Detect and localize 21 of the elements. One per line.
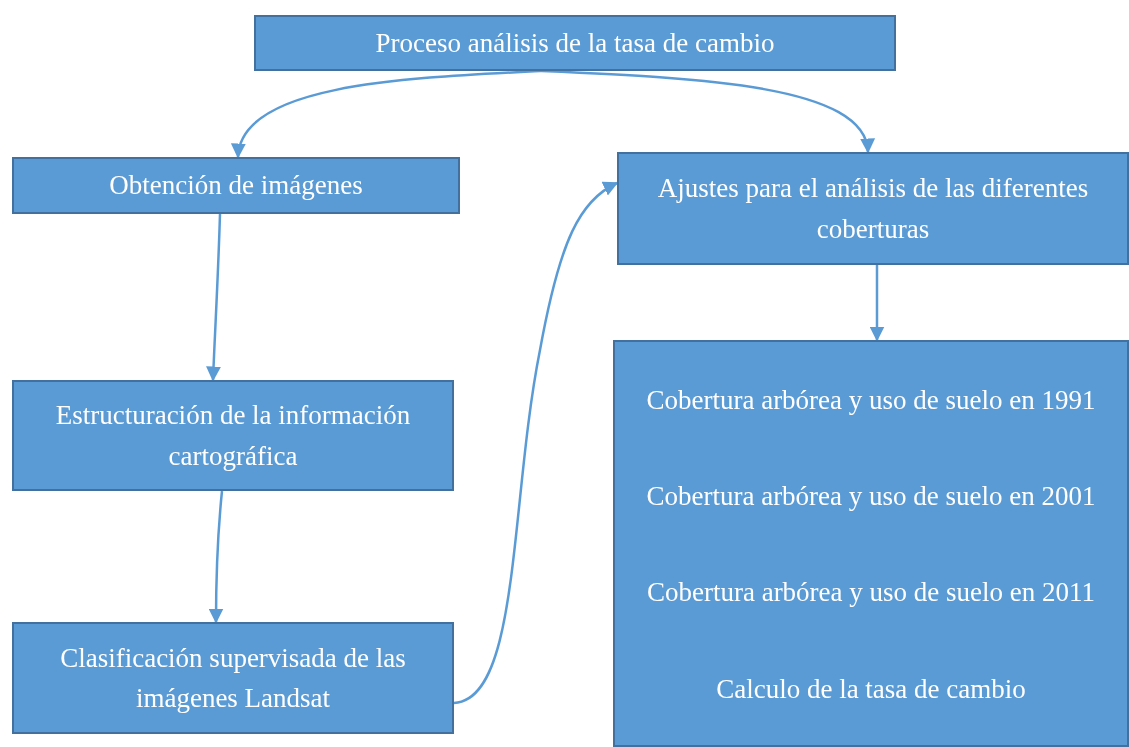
box-text: Cobertura arbórea y uso de suelo en 2001 [646,480,1096,514]
process-box [12,157,460,214]
process-box [617,152,1129,265]
box-text: Estructuración de la información cartográfica [54,399,412,473]
box-text: Cobertura arbórea y uso de suelo en 2011 [646,576,1096,610]
process-box [12,380,454,491]
arrow [539,69,873,154]
arrow [453,181,619,705]
arrow [206,213,222,382]
box-text: Proceso análisis de la tasa de cambio [375,26,775,60]
arrow [208,490,224,624]
box-text: Cobertura arbórea y uso de suelo en 1991 [646,383,1096,417]
box-text: Clasificación supervisada de las imágenes Landsat [59,641,407,715]
process-box [613,340,1129,747]
box-text: Obtención de imágenes [109,169,363,203]
box-text: Ajustes para el análisis de las diferentes coberturas [656,172,1090,246]
process-box [254,15,896,71]
arrow [869,265,885,342]
process-box [12,622,454,734]
box-text: Calculo de la tasa de cambio [716,672,1026,706]
arrow [233,69,541,159]
